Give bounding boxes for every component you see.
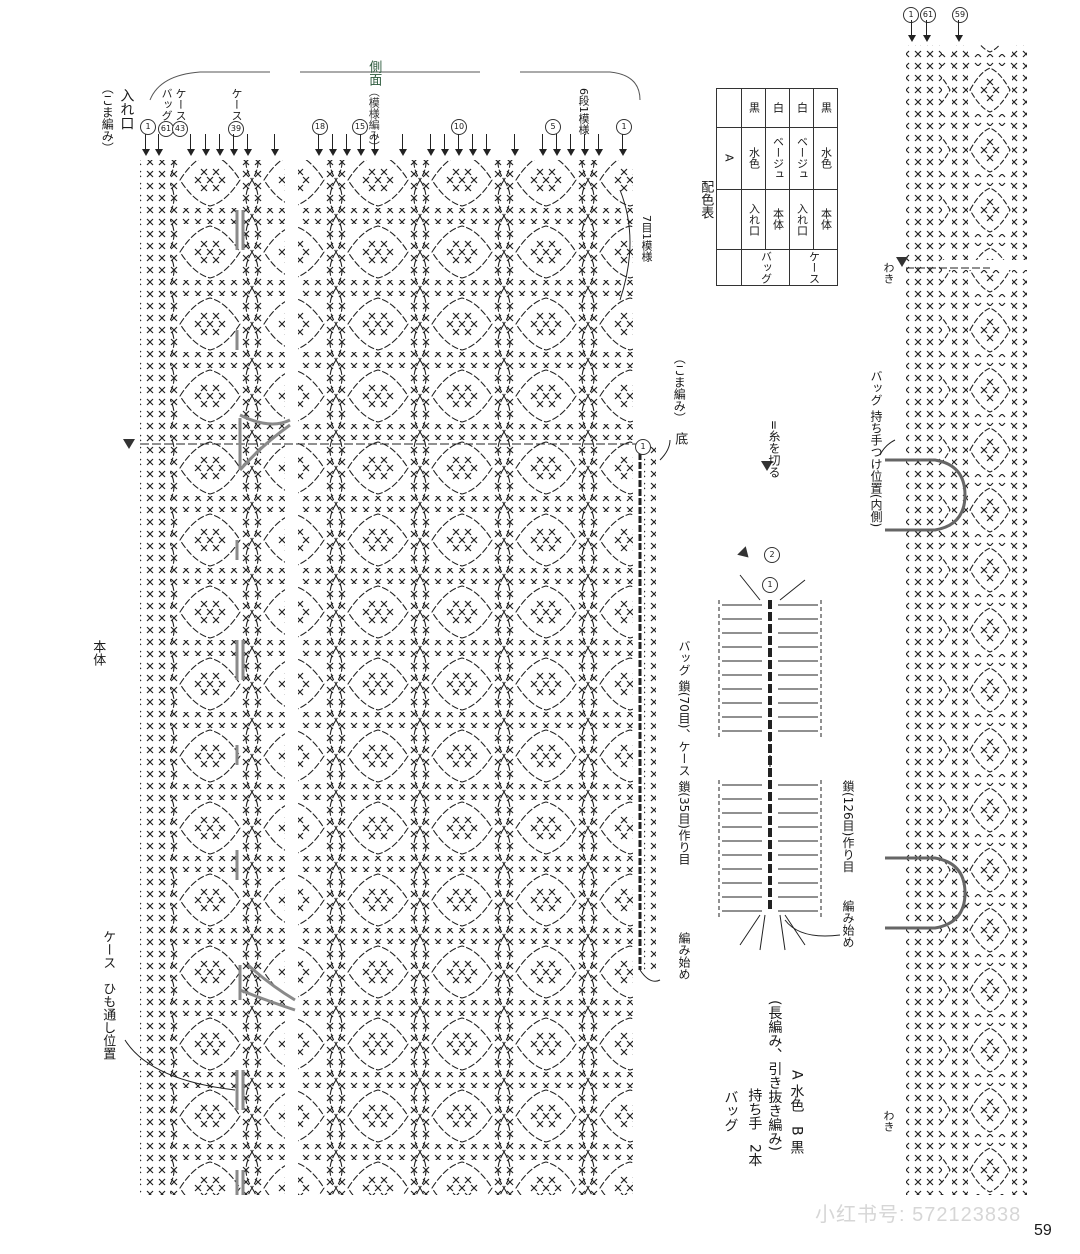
handle-count: 持ち手 2本 [746, 1088, 763, 1167]
handle-colors: A 水色 B 黒 [788, 1070, 805, 1155]
cut-yarn-legend-text: =糸を切る [767, 420, 781, 479]
right-row-marker-61: 61 [920, 2, 936, 23]
start-note: 編み始め [677, 932, 691, 980]
bottom-note: （こま編み） [672, 352, 687, 424]
opening-note: （こま編み） [100, 82, 115, 154]
stitch-repeat-note: 7目1模様 [640, 215, 653, 262]
handle-row-marker-1: 1 [762, 572, 778, 593]
cut-yarn-triangle-icon [123, 439, 135, 449]
side-label-top: わき [882, 262, 895, 284]
row-marker-1b: 1 [616, 114, 632, 135]
side-label-bottom: わき [882, 1110, 895, 1132]
row-marker-5: 5 [545, 114, 561, 135]
handle-method: (長編み、引き抜き編み) [766, 1000, 783, 1151]
handle-chain-note: 鎖(126目)作り目 [841, 780, 855, 873]
case-label: ケース43 [172, 88, 188, 137]
row-marker-10: 10 [451, 114, 467, 135]
handle-row-marker-2: 2 [764, 542, 780, 563]
handle-chart [718, 574, 841, 951]
bottom-row-marker: 1 [635, 434, 651, 455]
right-arrow [922, 20, 932, 42]
handle-position-note: バッグ 持ち手つけ位置(内側) [869, 370, 883, 528]
handle-start-note: 編み始め [841, 900, 855, 948]
row-marker-15: 15 [352, 114, 368, 135]
row-marker-1: 1 [140, 114, 156, 135]
opening-label: 入れ口 [118, 88, 135, 130]
right-row-marker-59: 59 [952, 2, 968, 23]
watermark: 小红书号: 572123838 [815, 1204, 1022, 1226]
color-table-title: 配色表 [698, 180, 714, 219]
right-row-marker-1: 1 [903, 2, 919, 23]
right-arrow [907, 20, 917, 42]
right-cut-triangle-icon [896, 257, 908, 267]
body-title: 本体 [90, 640, 106, 666]
right-sc-columns [906, 45, 942, 1195]
bottom-label: 底 [672, 432, 688, 445]
opening-sc-columns [140, 160, 170, 1195]
page-number: 59 [1034, 1222, 1052, 1239]
case-string-note: ケース ひも通し位置 [100, 930, 116, 1060]
side-label: 側面（模様編み） [366, 60, 382, 152]
case-label-2: ケース39 [228, 88, 244, 137]
foundation-chain-note: バッグ 鎖(70目)、ケース 鎖(35目)作り目 [677, 640, 691, 865]
color-table: 黒 白 白 黒 A 水色 ベージュ ベージュ 水色 入れ口 本体 入れ口 本体 … [716, 88, 838, 287]
right-arrow [954, 20, 964, 42]
row-marker-18: 18 [312, 114, 328, 135]
repeat-note: 6段1模様 [577, 88, 590, 135]
handle-title: バッグ [722, 1090, 739, 1132]
